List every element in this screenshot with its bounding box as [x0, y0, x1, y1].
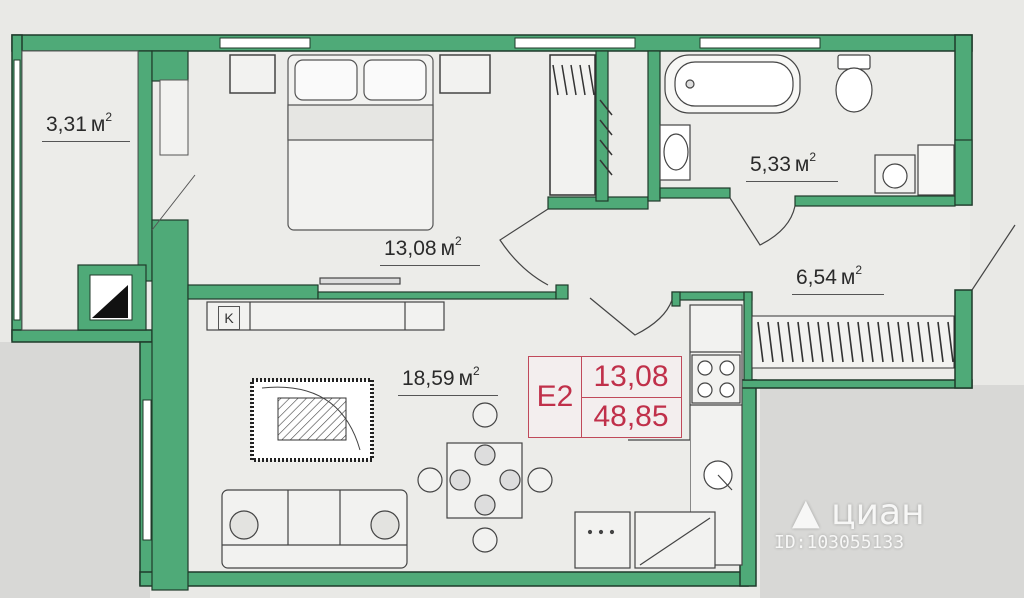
wardrobe-hatch-line [867, 321, 874, 363]
entrance-door-swing [971, 224, 1016, 291]
living-area-sup: 2 [473, 364, 480, 378]
hallway-area-sup: 2 [855, 263, 862, 277]
living-door [589, 297, 673, 336]
fridge-icon [574, 511, 716, 569]
wardrobe-hatch-line [777, 321, 784, 363]
wardrobe-hatch-line [827, 321, 834, 363]
wardrobe-hatch-line [807, 321, 814, 363]
bathtub-icon [664, 54, 801, 114]
bathroom-area-value: 5,33 [750, 153, 791, 176]
balcony-room [21, 50, 196, 331]
k-marker: K [218, 306, 240, 330]
toilet-icon [835, 54, 873, 113]
living-area-unit: м [458, 367, 473, 390]
outside-area-left [0, 342, 150, 598]
bed-icon [287, 54, 434, 231]
nightstand-icon [229, 54, 491, 94]
balcony-area-unit: м [90, 113, 106, 136]
wardrobe-hatch-line [767, 321, 774, 363]
wardrobe-hatch-line [797, 321, 804, 363]
hallway-area-unit: м [840, 266, 856, 289]
sink-icon [659, 124, 691, 181]
bedroom-area-value: 13,08 [384, 237, 437, 260]
wardrobe-hatch-line [817, 321, 824, 363]
bathroom-label-underline [746, 181, 838, 182]
wardrobe-hatch-line [837, 321, 844, 363]
cian-watermark-logo: ▲ циан [792, 492, 925, 533]
wardrobe-hatch-line [787, 321, 794, 363]
wardrobe-hatch-line [887, 321, 894, 363]
bedroom-label-underline [380, 265, 480, 266]
wardrobe-icon [549, 54, 613, 196]
bedroom-door [499, 208, 549, 286]
sofa-icon [221, 489, 408, 569]
hallway-label-underline [792, 294, 884, 295]
wardrobe-hatch-line [897, 321, 904, 363]
apartment-total-area: 48,85 [593, 400, 669, 433]
bedroom-area-sup: 2 [455, 234, 462, 248]
living-label-underline [398, 395, 498, 396]
living-area-value: 18,59 [402, 367, 455, 390]
sideboard-icon [206, 301, 445, 331]
kitchen-sink-icon [703, 460, 733, 491]
wardrobe-hatch-line [757, 321, 764, 363]
apartment-code: E2 [529, 357, 582, 437]
wardrobe-hatch-line [877, 321, 884, 363]
cian-watermark-id: ID:103055133 [774, 532, 905, 553]
apartment-living-area: 13,08 [581, 357, 681, 398]
bathroom-door [729, 197, 796, 246]
hallway-area-value: 6,54 [796, 266, 837, 289]
stove-icon [691, 354, 741, 404]
wardrobe-hatch-line [937, 321, 944, 363]
bathroom-area-sup: 2 [809, 150, 816, 164]
balcony-area-sup: 2 [105, 110, 112, 124]
wardrobe-hatch-line [907, 321, 914, 363]
wardrobe-hatch-line [847, 321, 854, 363]
bedroom-area-unit: м [440, 237, 455, 260]
interior-walls [137, 50, 973, 591]
wardrobe-hatch-line [857, 321, 864, 363]
bathroom-area-unit: м [794, 153, 810, 176]
washing-machine-icon [874, 144, 955, 196]
cian-brand-text: циан [831, 492, 925, 533]
apartment-tag: E2 13,08 48,85 [528, 356, 682, 438]
balcony-area-value: 3,31 [46, 113, 87, 136]
wardrobe-hatch-line [947, 321, 954, 363]
rug-icon [250, 378, 374, 462]
hallway-wardrobe-icon [751, 315, 955, 369]
dining-table-icon [417, 402, 553, 553]
wardrobe-hatch-line [917, 321, 924, 363]
wardrobe-hatch-line [927, 321, 934, 363]
balcony-label-underline [42, 141, 130, 142]
outside-area [760, 385, 1024, 598]
windows [13, 37, 821, 541]
